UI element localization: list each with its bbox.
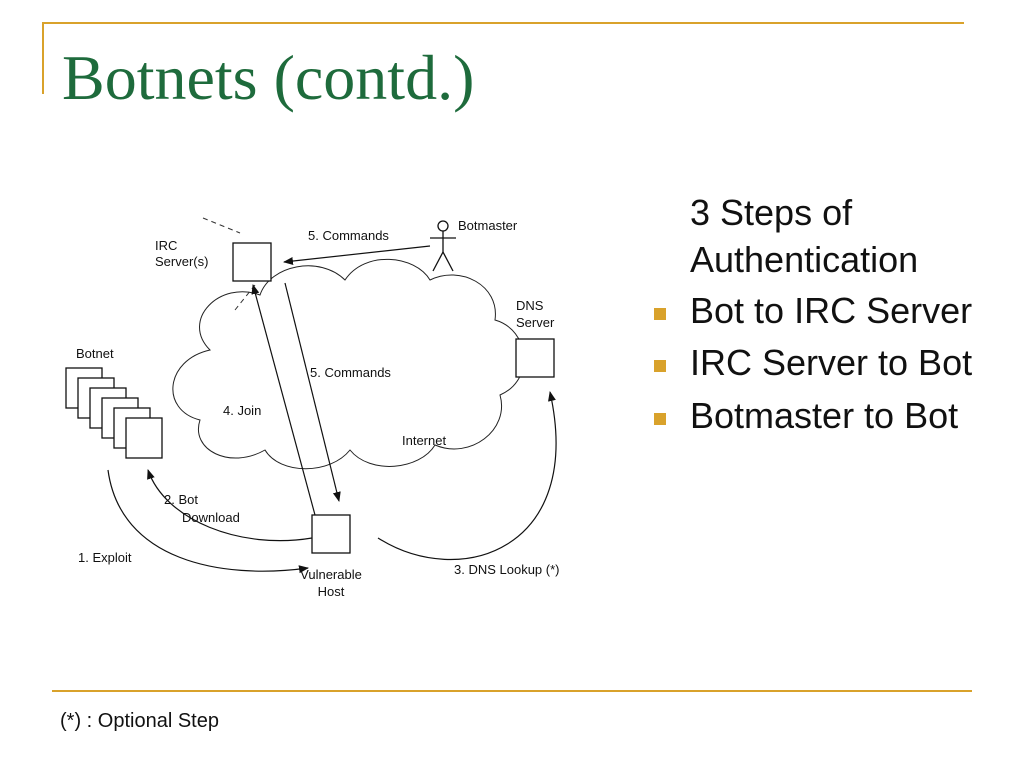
irc-server-box: [232, 242, 272, 282]
bullet-heading: 3 Steps of Authentication: [690, 192, 919, 280]
bullet-item: Bot to IRC Server: [650, 288, 1010, 335]
bullet-item: Botmaster to Bot: [650, 393, 1010, 440]
bullet-item-text: Botmaster to Bot: [690, 395, 959, 437]
bullet-panel: 3 Steps of Authentication Bot to IRC Ser…: [650, 190, 1010, 446]
dashed-link-upper: [202, 217, 241, 234]
commands-arrow-top: [283, 245, 431, 265]
bot-download-arrow: [147, 469, 313, 542]
footnote: (*) : Optional Step: [60, 710, 219, 732]
cloud-commands-label: 5. Commands: [310, 365, 391, 380]
vulnerable-host-box: [311, 514, 351, 554]
commands-arrow-down: [284, 282, 341, 502]
top-accent-rule: [42, 22, 964, 24]
left-accent-rule: [42, 22, 44, 94]
bullet-square-icon: [654, 360, 666, 373]
bullet-item-text: Bot to IRC Server: [690, 289, 973, 331]
internet-label: Internet: [402, 433, 446, 448]
top-commands-label: 5. Commands: [308, 228, 389, 243]
botnet-label: Botnet: [76, 346, 114, 361]
botmaster-icon: [430, 220, 456, 272]
dns-server-box: [515, 338, 555, 378]
botnet-stack: [65, 367, 163, 459]
bullet-list: Bot to IRC Server IRC Server to Bot Botm…: [650, 288, 1010, 440]
slide-title: Botnets (contd.): [62, 42, 475, 113]
bullet-item: IRC Server to Bot: [650, 340, 1010, 387]
dns-lookup-arrow: [377, 391, 557, 560]
exploit-arrow: [107, 469, 309, 574]
join-arrow: [251, 284, 316, 516]
dns-lookup-label: 3. DNS Lookup (*): [454, 562, 560, 577]
exploit-label: 1. Exploit: [78, 550, 132, 565]
internet-cloud: [172, 258, 525, 470]
footer-accent-rule: [52, 690, 972, 692]
bullet-square-icon: [654, 413, 666, 426]
dashed-link-lower: [234, 284, 256, 311]
bullet-item-text: IRC Server to Bot: [690, 342, 973, 384]
join-label: 4. Join: [223, 403, 261, 418]
botmaster-label: Botmaster: [458, 218, 518, 233]
bullet-square-icon: [654, 307, 666, 320]
